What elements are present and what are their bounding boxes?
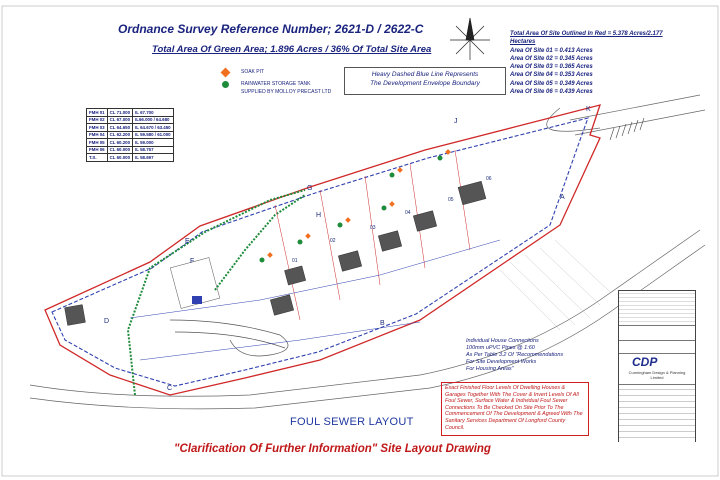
company-subtitle: Cunningham Design & Planning Limited xyxy=(628,370,686,380)
label-G: G xyxy=(307,185,313,192)
label-C: C xyxy=(167,385,173,392)
envelope-line-1: Heavy Dashed Blue Line Represents xyxy=(371,71,479,78)
development-envelope-blue xyxy=(51,117,589,387)
green-area-subtitle: Total Area Of Green Area; 1.896 Acres / … xyxy=(152,44,432,55)
site-area-item: Area Of Site 04 = 0.353 Acres xyxy=(510,72,593,79)
site-num-06: 06 xyxy=(486,176,492,182)
site-num-03: 03 xyxy=(370,225,376,231)
title-block xyxy=(618,290,696,443)
site-areas-heading: Total Area Of Site Outlined In Red = 5.3… xyxy=(510,31,663,46)
legend-soak-pit: SOAK PIT xyxy=(220,67,331,77)
house-conn-line: As Per Table 3.2 Of "Recommendations xyxy=(466,352,564,358)
north-arrow-icon xyxy=(450,17,490,60)
label-F: F xyxy=(190,258,195,265)
page-title: Ordnance Survey Reference Number; 2621-D… xyxy=(118,22,424,36)
house-conn-line: For Site Development Works xyxy=(466,359,537,365)
legend-rainwater-supplier: SUPPLIED BY MOLLOY PRECAST LTD xyxy=(241,89,332,95)
site-area-item: Area Of Site 02 = 0.345 Acres xyxy=(510,55,593,62)
label-H: H xyxy=(316,212,322,219)
road-markings xyxy=(609,117,645,141)
hatch-area xyxy=(499,239,611,331)
title-block-row xyxy=(619,326,695,341)
floor-levels-note: Exact Finished Floor Levels Of Dwelling … xyxy=(441,382,589,436)
internal-road xyxy=(169,319,289,357)
site-area-item: Area Of Site 01 = 0.413 Acres xyxy=(510,47,593,54)
site-area-item: Area Of Site 06 = 0.439 Acres xyxy=(510,89,593,96)
tree-line xyxy=(126,189,306,396)
site-num-05: 05 xyxy=(448,197,454,203)
label-D: D xyxy=(104,318,110,325)
company-logo: CDP xyxy=(632,355,658,369)
envelope-note: Heavy Dashed Blue Line Represents The De… xyxy=(344,67,506,95)
site-num-04: 04 xyxy=(405,210,411,216)
symbol-legend: SOAK PIT RAINWATER STORAGE TANK SUPPLIED… xyxy=(220,67,332,96)
title-block-details xyxy=(619,385,695,443)
soak-pit-icon xyxy=(220,67,231,77)
site-num-02: 02 xyxy=(330,238,336,244)
legend-rainwater-label: RAINWATER STORAGE TANK xyxy=(241,81,311,87)
clarification-title: "Clarification Of Further Information" S… xyxy=(174,443,491,455)
rainwater-tanks xyxy=(259,155,443,263)
envelope-line-2: The Development Envelope Boundary xyxy=(370,80,480,87)
house-conn-line: For Housing Areas" xyxy=(466,366,514,372)
title-block-row xyxy=(619,341,695,354)
soak-pits xyxy=(267,149,451,258)
site-num-01: 01 xyxy=(292,258,298,264)
road-outline xyxy=(29,94,706,410)
label-K: K xyxy=(586,106,591,113)
house-conn-line: Individual House Connections xyxy=(466,338,539,344)
label-A: A xyxy=(560,194,565,201)
title-block-logo-area xyxy=(619,354,695,385)
house-conn-line: 100mm uPVC Pipes @ 1:60 xyxy=(466,345,535,351)
foul-sewer-label: FOUL SEWER LAYOUT xyxy=(290,416,414,428)
drawing-frame xyxy=(1,5,719,477)
houses xyxy=(64,180,487,326)
tree-line-2 xyxy=(214,194,306,291)
legend-rainwater: RAINWATER STORAGE TANK xyxy=(222,80,331,88)
title-block-notes xyxy=(619,291,695,326)
legend-soak-label: SOAK PIT xyxy=(241,69,265,75)
label-E: E xyxy=(185,238,190,245)
treatment-unit xyxy=(169,257,221,309)
rainwater-tank-icon xyxy=(222,80,229,88)
site-area-item: Area Of Site 05 = 0.349 Acres xyxy=(510,80,593,87)
site-area-item: Area Of Site 03 = 0.365 Acres xyxy=(510,64,593,71)
sewer-lines xyxy=(129,239,501,361)
site-areas-list: Total Area Of Site Outlined In Red = 5.3… xyxy=(510,30,688,96)
label-B: B xyxy=(380,320,385,327)
house-connections-note: Individual House Connections 100mm uPVC … xyxy=(466,338,586,373)
label-J: J xyxy=(454,118,458,125)
